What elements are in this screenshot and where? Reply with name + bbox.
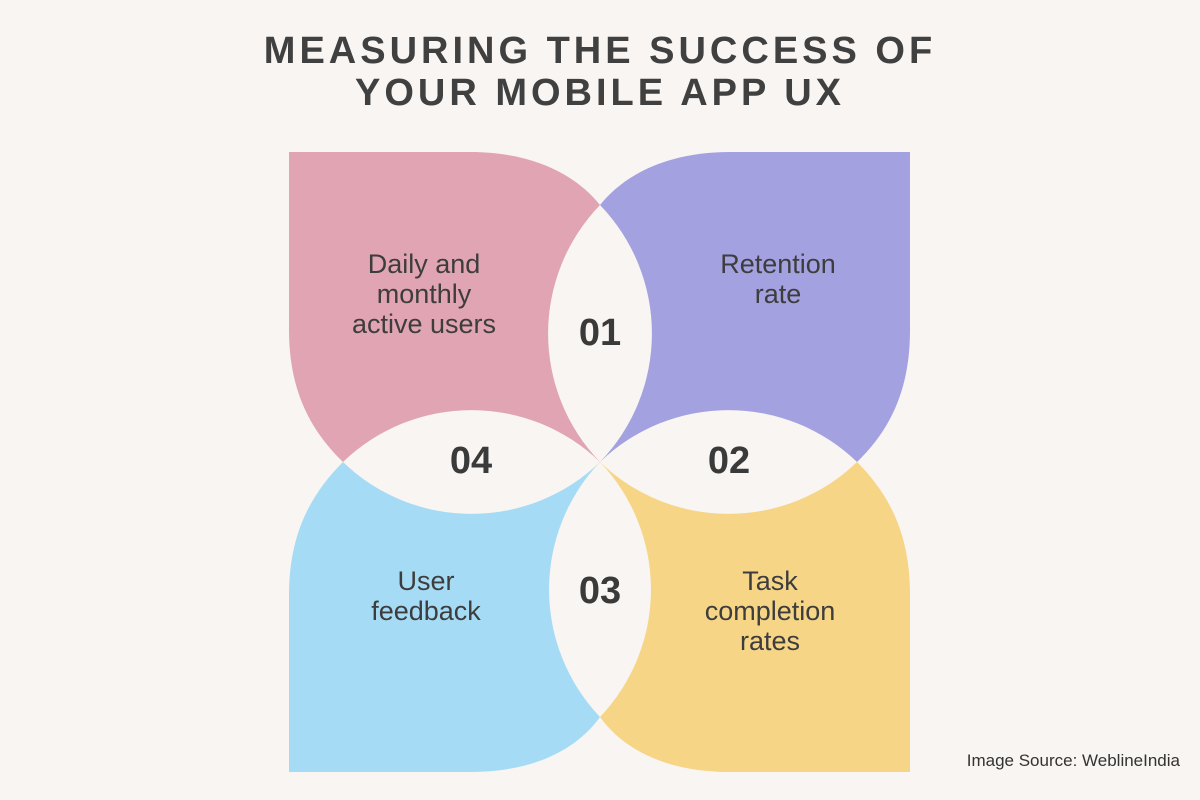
image-source-credit: Image Source: WeblineIndia bbox=[966, 751, 1180, 770]
petal-01-pink bbox=[289, 152, 600, 462]
petal-02-purple bbox=[600, 152, 910, 462]
label-02: Retention rate bbox=[658, 249, 898, 309]
number-04: 04 bbox=[449, 440, 493, 482]
lens-03 bbox=[549, 462, 651, 717]
petal-04-blue bbox=[289, 462, 600, 772]
label-line: completion bbox=[704, 596, 836, 626]
petal-03-yellow bbox=[600, 462, 910, 772]
label-line: monthly bbox=[376, 279, 472, 309]
number-01: 01 bbox=[578, 312, 622, 354]
title-line-2: YOUR MOBILE APP UX bbox=[354, 72, 846, 114]
label-line: active users bbox=[351, 309, 497, 339]
label-line: rates bbox=[739, 626, 801, 656]
label-line: Task bbox=[742, 566, 798, 596]
page-title: MEASURING THE SUCCESS OF YOUR MOBILE APP… bbox=[0, 30, 1200, 114]
label-line: rate bbox=[754, 279, 802, 309]
lens-04 bbox=[343, 410, 600, 514]
label-line: Daily and bbox=[367, 249, 481, 279]
label-line: User bbox=[397, 566, 455, 596]
label-line: feedback bbox=[371, 596, 481, 626]
lens-01 bbox=[548, 205, 652, 462]
label-04: User feedback bbox=[306, 566, 546, 626]
label-01: Daily and monthly active users bbox=[304, 249, 544, 339]
title-line-1: MEASURING THE SUCCESS OF bbox=[263, 30, 937, 72]
label-line: Retention bbox=[720, 249, 836, 279]
lens-02 bbox=[600, 410, 857, 514]
label-03: Task completion rates bbox=[650, 566, 890, 656]
number-03: 03 bbox=[578, 570, 622, 612]
number-02: 02 bbox=[707, 440, 751, 482]
